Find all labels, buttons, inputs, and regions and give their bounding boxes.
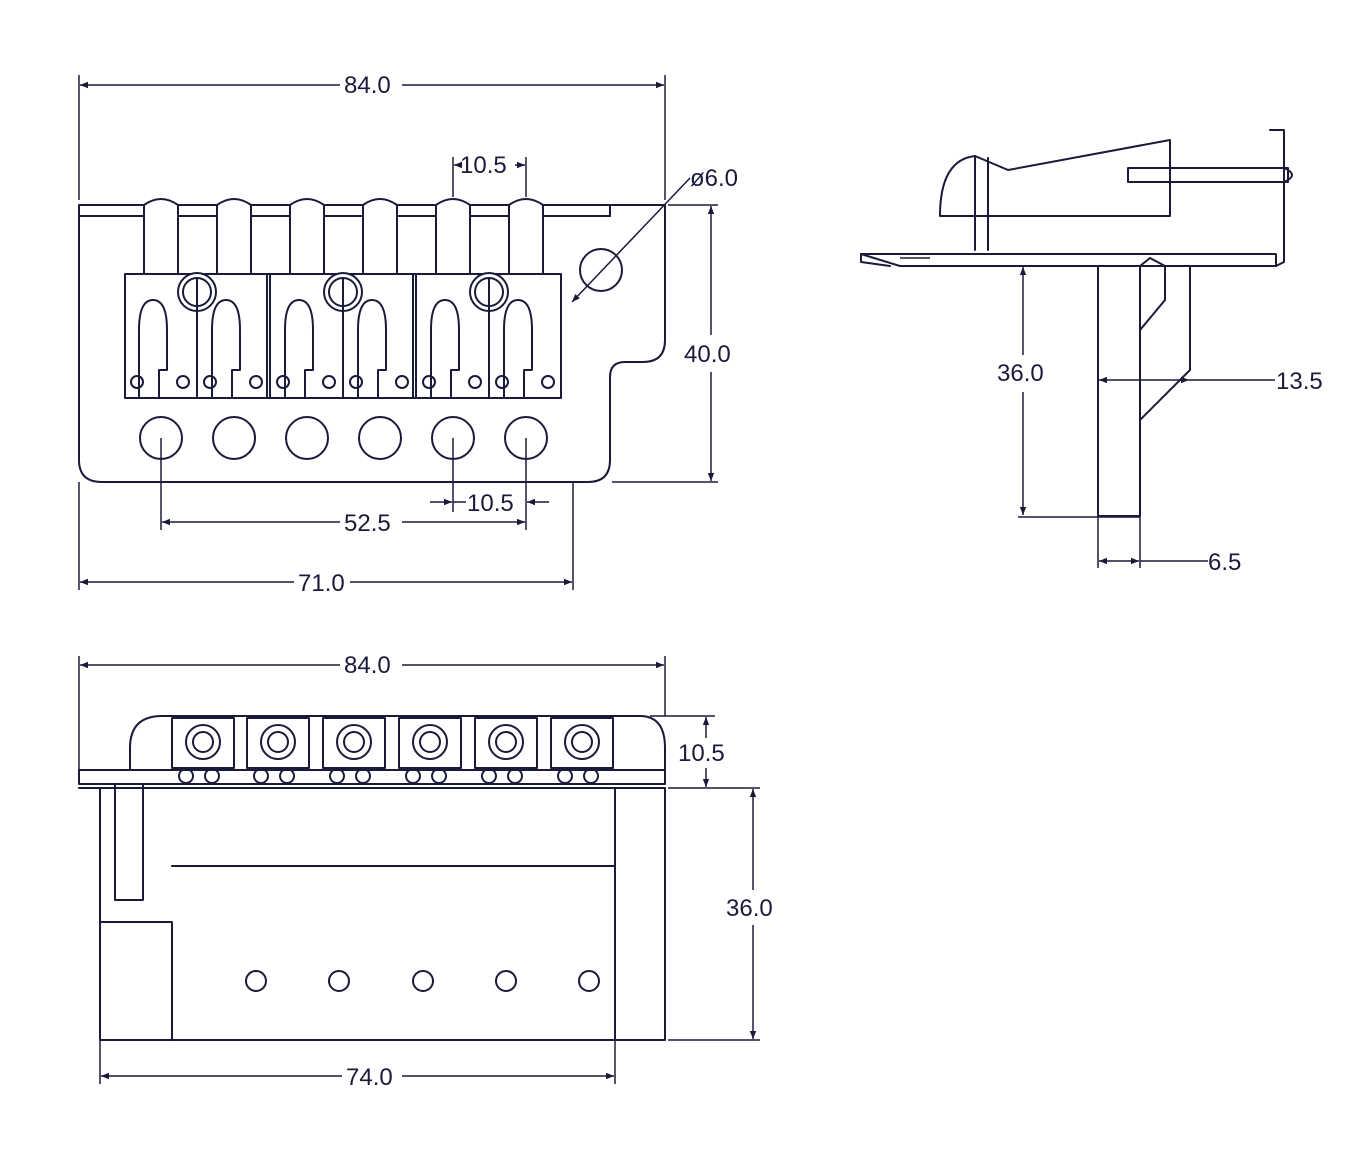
saddle-screw — [289, 198, 325, 275]
dim-front-width: 84.0 — [344, 652, 391, 679]
dim-hole-diameter: ø6.0 — [690, 165, 738, 192]
saddle-slot — [284, 299, 314, 399]
saddle-screw — [143, 198, 179, 275]
top-plate-outline — [78, 204, 666, 483]
dim-front-saddle-height: 10.5 — [678, 740, 725, 767]
saddle-block — [124, 272, 562, 399]
string-hole — [285, 416, 329, 460]
block-hole — [328, 970, 350, 992]
dim-side-offset: 13.5 — [1276, 368, 1323, 395]
dim-front-block-height: 36.0 — [726, 895, 773, 922]
side-view: 36.0 13.5 6.5 — [860, 129, 1323, 576]
string-holes — [139, 416, 548, 460]
saddle-screw — [435, 198, 471, 275]
saddle-screw — [508, 198, 544, 275]
string-hole — [358, 416, 402, 460]
saddle-slot — [503, 299, 533, 399]
block-hole — [495, 970, 517, 992]
saddle-slot — [357, 299, 387, 399]
front-saddles — [171, 717, 614, 784]
block-hole — [578, 970, 600, 992]
string-hole — [212, 416, 256, 460]
dim-hole-spacing: 10.5 — [467, 490, 514, 517]
front-saddle — [550, 717, 614, 769]
dim-plate-height: 40.0 — [684, 341, 731, 368]
saddle-slot — [211, 299, 241, 399]
saddle-screw — [216, 198, 252, 275]
saddle-screw — [362, 198, 398, 275]
top-view: ø6.0 84.0 10.5 40.0 10.5 52.5 — [78, 72, 738, 597]
dim-hole-span: 52.5 — [344, 510, 391, 537]
saddle-slot — [138, 299, 168, 399]
mounting-hole — [579, 248, 623, 292]
dim-front-block-width: 74.0 — [346, 1064, 393, 1091]
front-view: 84.0 10.5 36.0 74.0 — [78, 652, 773, 1091]
saddle-slot — [430, 299, 460, 399]
dim-saddle-spacing: 10.5 — [460, 152, 507, 179]
dim-plate-width: 71.0 — [298, 570, 345, 597]
dim-top-width: 84.0 — [344, 72, 391, 99]
saddle-screws — [143, 198, 544, 275]
block-holes — [245, 970, 600, 992]
dim-side-height: 36.0 — [997, 360, 1044, 387]
block-hole — [412, 970, 434, 992]
block-hole — [245, 970, 267, 992]
dim-side-thickness: 6.5 — [1208, 549, 1241, 576]
